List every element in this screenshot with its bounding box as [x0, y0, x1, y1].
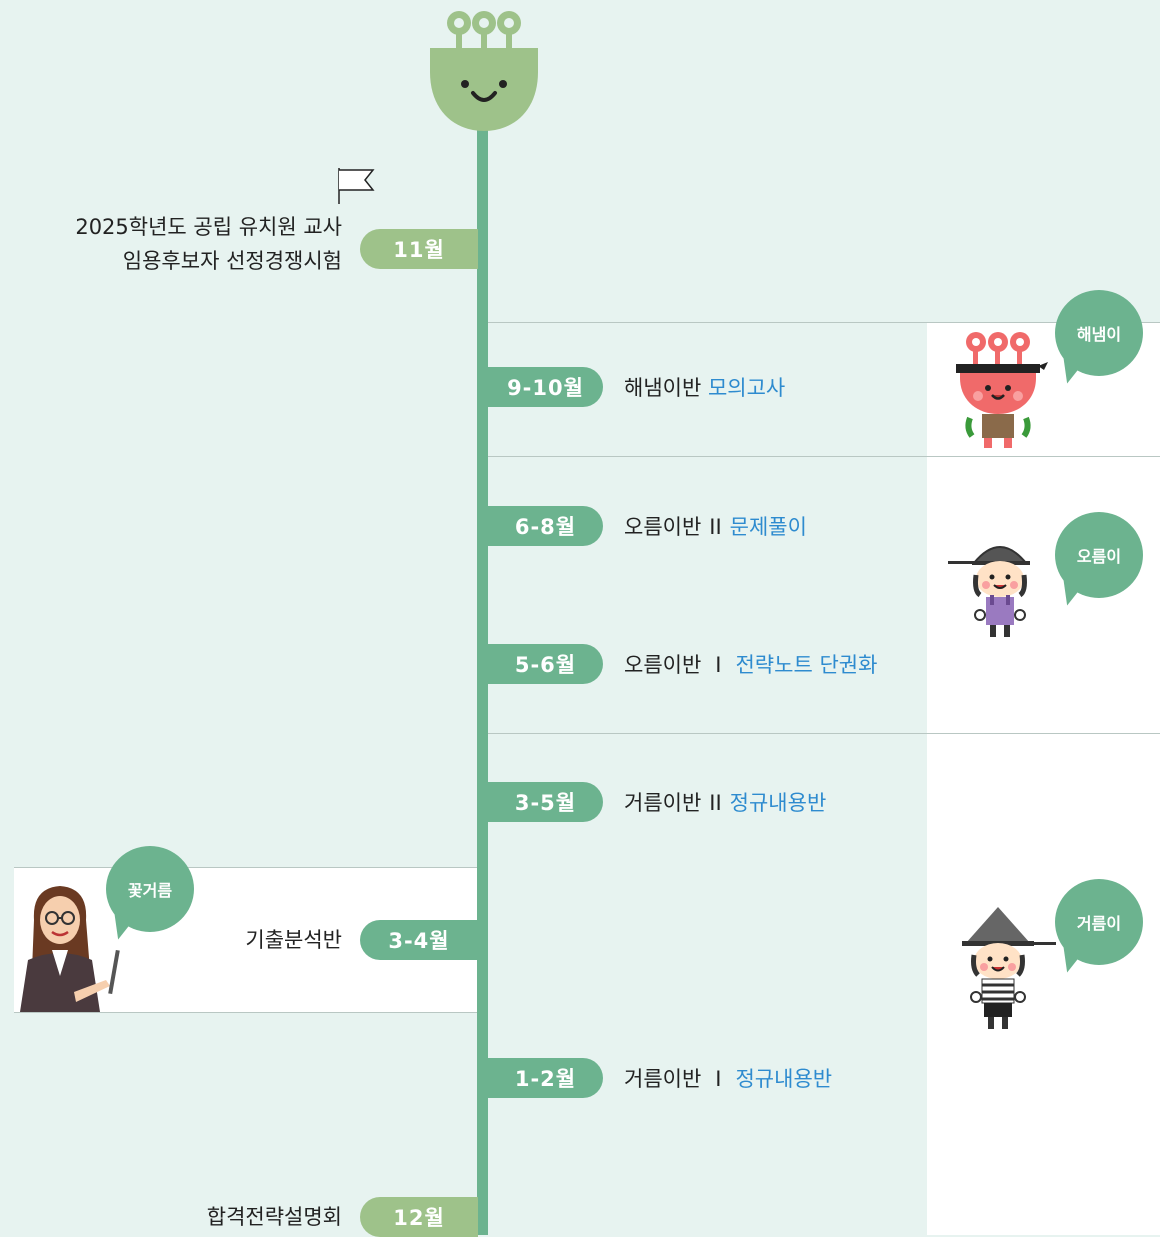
divider — [488, 322, 1160, 323]
course-name: 거름이반 — [624, 791, 702, 815]
divider — [14, 1012, 478, 1013]
course-level: I — [715, 1067, 722, 1091]
month-badge-11: 11월 — [360, 229, 478, 269]
course-row-haenaemi: 해냄이반 모의고사 — [624, 372, 785, 402]
timeline-line — [477, 125, 488, 1235]
oreumi-mascot-icon — [948, 546, 1030, 637]
month-badge-6-8: 6-8월 — [488, 506, 603, 546]
exam-title: 2025학년도 공립 유치원 교사 임용후보자 선정경쟁시험 — [75, 210, 342, 278]
month-badge-3-5: 3-5월 — [488, 782, 603, 822]
bubble-georeumi: 거름이 — [1053, 879, 1143, 975]
course-name: 해냄이반 — [624, 376, 702, 400]
course-topic: 모의고사 — [707, 376, 786, 400]
bubble-oreumi-text: 오름이 — [1076, 547, 1122, 566]
course-row-georeumi-1: 거름이반 I 정규내용반 — [624, 1063, 832, 1093]
haenaemi-mascot-icon — [956, 332, 1048, 448]
divider — [488, 456, 1160, 457]
course-row-oreumi-1: 오름이반 I 전략노트 단권화 — [624, 649, 877, 679]
flag-icon — [338, 168, 375, 204]
divider — [488, 733, 1160, 734]
course-level: I — [715, 653, 722, 677]
course-row-georeumi-2: 거름이반 II 정규내용반 — [624, 787, 826, 817]
oreumi-panel — [927, 456, 1160, 733]
georeumi-panel — [927, 733, 1160, 1235]
month-badge-5-6: 5-6월 — [488, 644, 603, 684]
course-topic: 전략노트 단권화 — [735, 653, 878, 677]
exam-title-line1: 2025학년도 공립 유치원 교사 — [75, 215, 342, 239]
georeumi-mascot-icon — [962, 907, 1056, 1029]
course-row-oreumi-2: 오름이반 II 문제풀이 — [624, 511, 807, 541]
bubble-kkotgeoreum-text: 꽃거름 — [127, 881, 173, 900]
course-level: II — [709, 515, 722, 539]
bubble-haenaemi: 해냄이 — [1053, 290, 1143, 386]
bubble-kkotgeoreum: 꽃거름 — [104, 846, 194, 942]
month-badge-12: 12월 — [360, 1197, 478, 1237]
month-badge-9-10: 9-10월 — [488, 367, 603, 407]
exam-title-line2: 임용후보자 선정경쟁시험 — [122, 249, 342, 273]
course-name: 오름이반 — [624, 653, 702, 677]
divider — [14, 867, 478, 868]
course-topic: 문제풀이 — [729, 515, 807, 539]
month-badge-1-2: 1-2월 — [488, 1058, 603, 1098]
seminar-label: 합격전략설명회 — [206, 1205, 342, 1229]
flower-mascot-icon — [430, 11, 538, 131]
course-name: 거름이반 — [624, 1067, 702, 1091]
course-topic: 정규내용반 — [735, 1067, 833, 1091]
teacher-course-label: 기출분석반 — [245, 928, 342, 952]
course-topic: 정규내용반 — [729, 791, 827, 815]
bubble-oreumi: 오름이 — [1053, 512, 1143, 608]
course-level: II — [709, 791, 722, 815]
bubble-georeumi-text: 거름이 — [1076, 914, 1122, 933]
teacher-icon — [20, 886, 120, 1012]
month-badge-3-4: 3-4월 — [360, 920, 478, 960]
bubble-haenaemi-text: 해냄이 — [1076, 325, 1122, 344]
course-name: 오름이반 — [624, 515, 702, 539]
